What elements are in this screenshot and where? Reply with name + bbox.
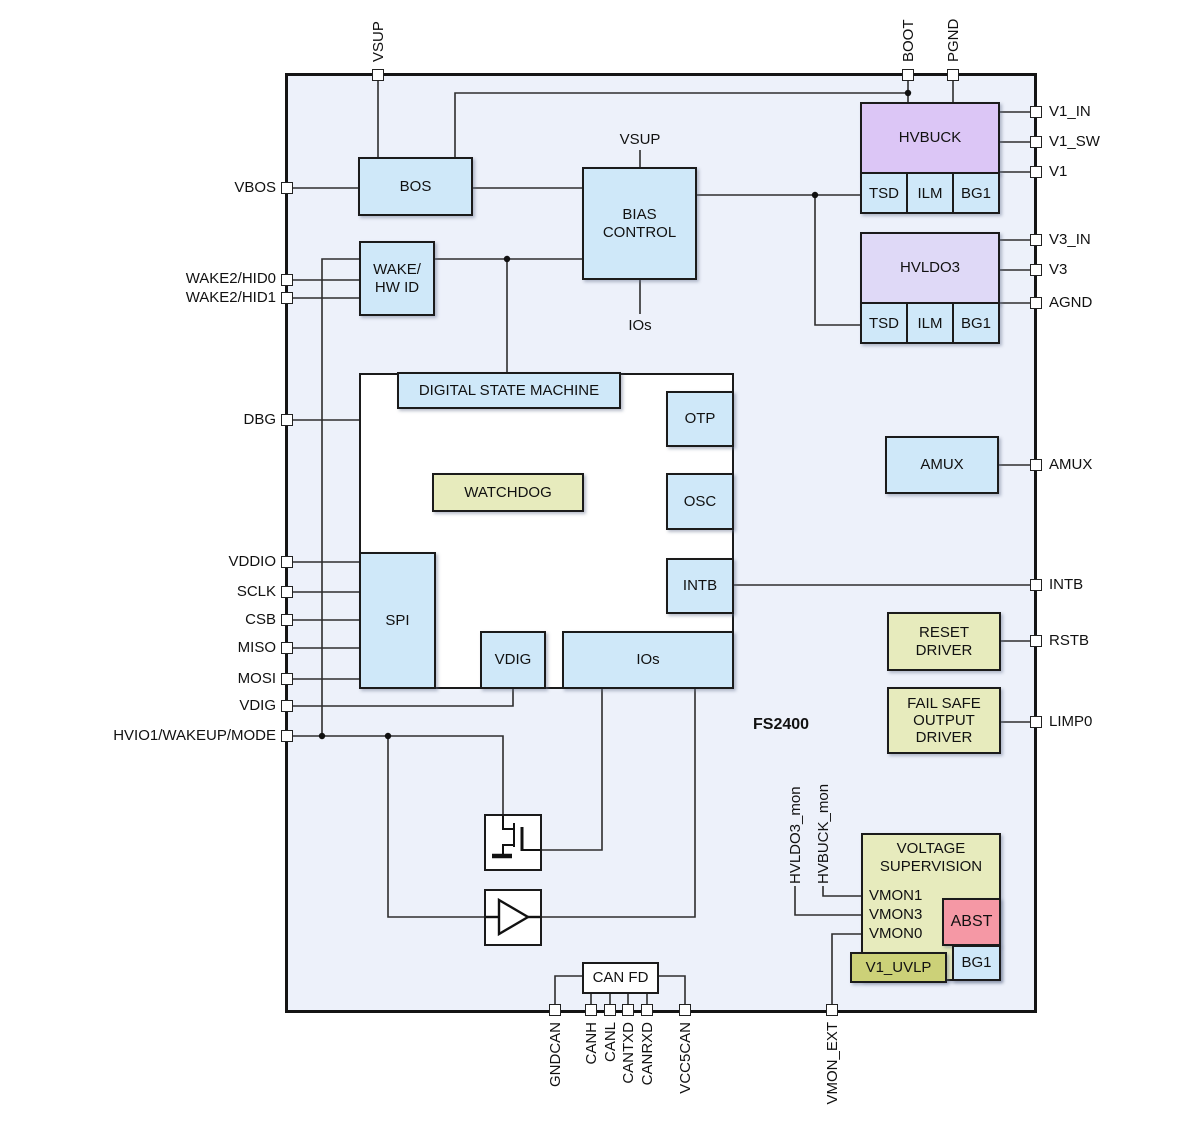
hvbuck-ilm-cell: ILM — [906, 172, 954, 214]
hvldo3-block: HVLDO3 — [860, 232, 1000, 304]
can-fd-block: CAN FD — [582, 962, 659, 994]
wake-hwid-block: WAKE/ HW ID — [359, 241, 435, 316]
pin-label-hvio1: HVIO1/WAKEUP/MODE — [113, 727, 276, 744]
pin-label-agnd: AGND — [1049, 294, 1093, 311]
pin-gndcan — [549, 1004, 561, 1016]
pin-canh — [585, 1004, 597, 1016]
amux-block: AMUX — [885, 436, 999, 494]
vmon0-input-label: VMON0 — [869, 925, 923, 942]
bias-ios-signal-label: IOs — [628, 317, 652, 334]
pin-boot — [902, 69, 914, 81]
mosfet-icon — [492, 816, 540, 859]
pin-v3-in — [1030, 234, 1042, 246]
pin-label-v3: V3 — [1049, 261, 1068, 278]
pin-v1-sw — [1030, 136, 1042, 148]
pin-miso — [281, 642, 293, 654]
vmon1-input-label: VMON1 — [869, 887, 923, 904]
pin-vdig — [281, 700, 293, 712]
pin-label-dbg: DBG — [243, 411, 276, 428]
pin-agnd — [1030, 297, 1042, 309]
voltage-supervision-title: VOLTAGE SUPERVISION — [879, 840, 983, 875]
hvldo3-ilm-cell: ILM — [906, 302, 954, 344]
bos-block: BOS — [358, 157, 473, 216]
spi-block: SPI — [359, 552, 436, 689]
digital-state-machine-block: DIGITAL STATE MACHINE — [397, 372, 621, 409]
abst-block: ABST — [942, 898, 1001, 946]
input-buffer-box — [484, 889, 542, 946]
pin-label-limp0: LIMP0 — [1049, 713, 1093, 730]
pin-wake2-hid0 — [281, 274, 293, 286]
pin-wake2-hid1 — [281, 292, 293, 304]
pin-label-vbos: VBOS — [234, 179, 276, 196]
pin-label-csb: CSB — [245, 611, 276, 628]
vs-bg1-block: BG1 — [952, 945, 1001, 981]
pin-csb — [281, 614, 293, 626]
pin-label-vdig: VDIG — [239, 697, 276, 714]
pin-label-v1: V1 — [1049, 163, 1068, 180]
hvbuck-block: HVBUCK — [860, 102, 1000, 174]
hvldo3-tsd-cell: TSD — [860, 302, 908, 344]
pin-label-wake2-hid0: WAKE2/HID0 — [185, 270, 276, 287]
pin-label-v1-in: V1_IN — [1049, 103, 1091, 120]
chip-name-label: FS2400 — [753, 716, 810, 733]
pin-label-wake2-hid1: WAKE2/HID1 — [185, 289, 276, 306]
bias-control-block: BIAS CONTROL — [582, 167, 697, 280]
pin-label-intb: INTB — [1049, 576, 1084, 593]
fail-safe-output-driver-block: FAIL SAFE OUTPUT DRIVER — [887, 687, 1001, 754]
pin-rstb — [1030, 635, 1042, 647]
bias-vsup-signal-label: VSUP — [619, 131, 661, 148]
pin-vmon-ext — [826, 1004, 838, 1016]
pin-dbg — [281, 414, 293, 426]
pin-hvio1 — [281, 730, 293, 742]
osc-block: OSC — [666, 473, 734, 530]
pin-label-v3-in: V3_IN — [1049, 231, 1091, 248]
hvldo3-bg1-cell: BG1 — [952, 302, 1000, 344]
pin-vddio — [281, 556, 293, 568]
pin-v1 — [1030, 166, 1042, 178]
pin-cantxd — [622, 1004, 634, 1016]
pin-label-mosi: MOSI — [237, 670, 276, 687]
pin-label-amux: AMUX — [1049, 456, 1093, 473]
pin-label-sclk: SCLK — [236, 583, 276, 600]
hvldo3-protection-row: TSD ILM BG1 — [860, 302, 1000, 344]
pin-sclk — [281, 586, 293, 598]
pin-pgnd — [947, 69, 959, 81]
pin-v1-in — [1030, 106, 1042, 118]
pin-vsup — [372, 69, 384, 81]
pin-label-miso: MISO — [237, 639, 276, 656]
v1-uvlp-block: V1_UVLP — [850, 952, 947, 983]
pin-label-vddio: VDDIO — [228, 553, 276, 570]
watchdog-block: WATCHDOG — [432, 473, 584, 512]
pin-amux — [1030, 459, 1042, 471]
pin-canl — [604, 1004, 616, 1016]
hvbuck-protection-row: TSD ILM BG1 — [860, 172, 1000, 214]
output-transistor-box — [484, 814, 542, 871]
ios-block: IOs — [562, 631, 734, 689]
pin-intb — [1030, 579, 1042, 591]
pin-v3 — [1030, 264, 1042, 276]
pin-limp0 — [1030, 716, 1042, 728]
intb-block: INTB — [666, 558, 734, 614]
otp-block: OTP — [666, 391, 734, 447]
pin-vcc5can — [679, 1004, 691, 1016]
vdig-block: VDIG — [480, 631, 546, 689]
vmon3-input-label: VMON3 — [869, 906, 923, 923]
hvbuck-bg1-cell: BG1 — [952, 172, 1000, 214]
reset-driver-block: RESET DRIVER — [887, 612, 1001, 671]
amplifier-icon — [486, 897, 540, 937]
pin-mosi — [281, 673, 293, 685]
hvbuck-tsd-cell: TSD — [860, 172, 908, 214]
pin-vbos — [281, 182, 293, 194]
pin-label-rstb: RSTB — [1049, 632, 1090, 649]
pin-label-v1-sw: V1_SW — [1049, 133, 1100, 150]
pin-canrxd — [641, 1004, 653, 1016]
